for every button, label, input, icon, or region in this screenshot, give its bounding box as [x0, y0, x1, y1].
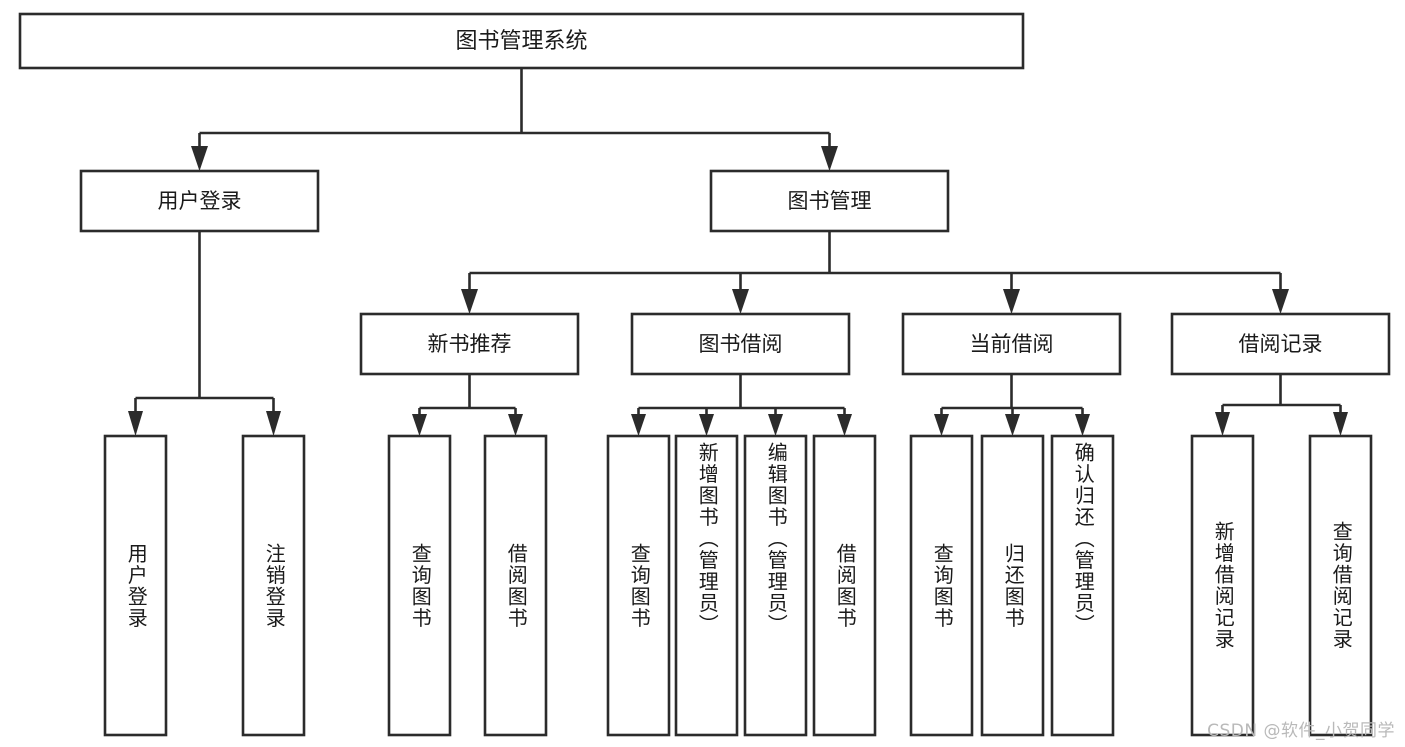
leaf-box-add-record[interactable] [1190, 434, 1255, 737]
leaf-box-logout-login[interactable] [241, 434, 306, 737]
connector-group-book-borrow [631, 374, 852, 436]
node-new-book-recommend-label: 新书推荐 [428, 332, 512, 356]
leaf-boxes-group [103, 434, 1373, 737]
leaf-box-edit-book-admin[interactable] [743, 434, 808, 737]
node-root-system-box [18, 12, 1025, 70]
connector-group-new-book [412, 374, 523, 436]
arrow-head-bb-leaf2 [699, 414, 714, 436]
node-current-borrow-label: 当前借阅 [970, 332, 1054, 356]
arrow-head-cb-leaf2 [1005, 414, 1020, 436]
arrow-head-br-leaf1 [1215, 412, 1230, 436]
leaf-box-add-book-admin[interactable] [674, 434, 739, 737]
arrow-head-nb-leaf2 [508, 414, 523, 436]
leaf-box-query-book-bb[interactable] [606, 434, 671, 737]
node-current-borrow-box [901, 312, 1122, 376]
arrow-head-nb-leaf1 [412, 414, 427, 436]
arrow-head-new-book [461, 289, 478, 314]
arrow-head-book-borrow [732, 289, 749, 314]
leaf-box-user-login[interactable] [103, 434, 168, 737]
node-borrow-record[interactable]: 借阅记录 [1170, 312, 1391, 376]
arrow-head-cb-leaf1 [934, 414, 949, 436]
arrow-head-ul-leaf1 [128, 411, 143, 436]
node-book-management-label: 图书管理 [788, 189, 872, 213]
arrow-head-borrow-record [1272, 289, 1289, 314]
connector-group-current-borrow [934, 374, 1090, 436]
leaf-box-borrow-book-bb[interactable] [812, 434, 877, 737]
arrow-head-cb-leaf3 [1075, 414, 1090, 436]
leaf-box-confirm-return[interactable] [1050, 434, 1115, 737]
leaf-box-query-record[interactable] [1308, 434, 1373, 737]
node-current-borrow[interactable]: 当前借阅 [901, 312, 1122, 376]
arrow-head-br-leaf2 [1333, 412, 1348, 436]
node-borrow-record-label: 借阅记录 [1239, 332, 1323, 356]
connector-group-root [191, 68, 838, 171]
node-book-borrow-label: 图书借阅 [699, 332, 783, 356]
arrow-head-current-borrow [1003, 289, 1020, 314]
connector-group-borrow-record [1215, 374, 1348, 436]
node-book-management[interactable]: 图书管理 [709, 169, 950, 233]
node-user-login[interactable]: 用户登录 [79, 169, 320, 233]
node-root-system[interactable]: 图书管理系统 [18, 12, 1025, 70]
node-root-system-label: 图书管理系统 [455, 29, 587, 54]
arrow-head-ul-leaf2 [266, 411, 281, 436]
leaf-box-query-book-cb[interactable] [909, 434, 974, 737]
leaf-box-borrow-book-nb[interactable] [483, 434, 548, 737]
leaf-box-query-book-nb[interactable] [387, 434, 452, 737]
arrow-head-book-mgmt [821, 146, 838, 171]
node-new-book-recommend[interactable]: 新书推荐 [359, 312, 580, 376]
arrow-head-bb-leaf4 [837, 414, 852, 436]
leaf-box-return-book[interactable] [980, 434, 1045, 737]
arrow-head-bb-leaf1 [631, 414, 646, 436]
node-book-borrow-box [630, 312, 851, 376]
connector-group-user-login [128, 231, 281, 436]
arrow-head-bb-leaf3 [768, 414, 783, 436]
node-new-book-recommend-box [359, 312, 580, 376]
arrow-head-user-login [191, 146, 208, 171]
node-user-login-label: 用户登录 [158, 189, 242, 213]
node-borrow-record-box [1170, 312, 1391, 376]
connector-group-book-mgmt [461, 231, 1289, 314]
node-user-login-box [79, 169, 320, 233]
node-book-borrow[interactable]: 图书借阅 [630, 312, 851, 376]
node-book-management-box [709, 169, 950, 233]
csdn-watermark: CSDN @软件_小贺同学 [1207, 721, 1395, 741]
